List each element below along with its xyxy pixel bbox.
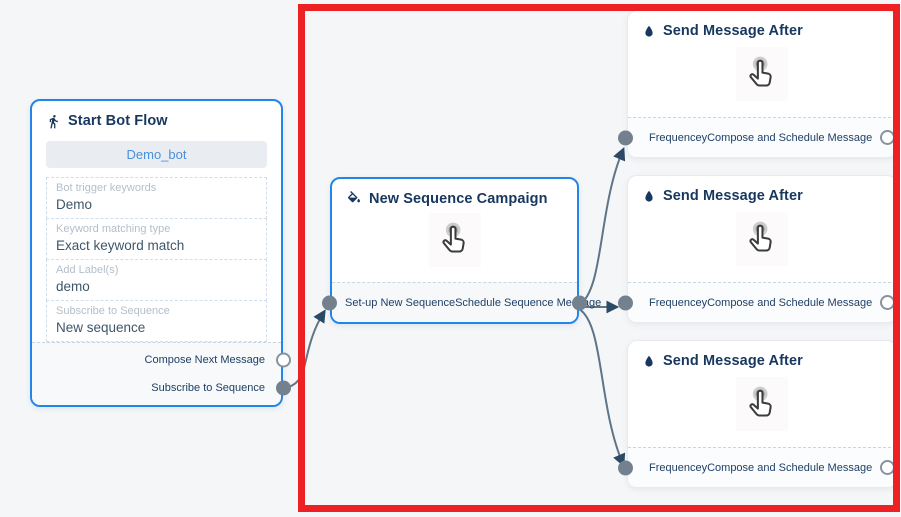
- field-value: New sequence: [56, 320, 146, 335]
- tap-hand-icon[interactable]: [736, 377, 788, 431]
- node-title: Send Message After: [663, 353, 803, 369]
- field-label: Subscribe to Sequence: [56, 305, 170, 317]
- node-send-message-after-1[interactable]: Send Message After Frequencey Compose an…: [618, 10, 897, 158]
- field-label: Keyword matching type: [56, 223, 171, 235]
- new-sequence-campaign-footer: Set-up New Sequence Schedule Sequence Me…: [322, 282, 601, 322]
- connector-schedule-to-sma1: [578, 147, 626, 306]
- field-bot-trigger-keywords[interactable]: Bot trigger keywords Demo: [46, 177, 267, 219]
- tap-hand-icon[interactable]: [736, 47, 788, 101]
- send-message-after-footer: Frequencey Compose and Schedule Message: [618, 117, 896, 157]
- node-send-message-after-3[interactable]: Send Message After Frequencey Compose an…: [618, 340, 897, 488]
- field-value: demo: [56, 279, 90, 294]
- node-title: Send Message After: [663, 23, 803, 39]
- field-value: Exact keyword match: [56, 238, 185, 253]
- field-list: Bot trigger keywords Demo Keyword matchi…: [46, 177, 267, 342]
- port-handle-open[interactable]: [880, 130, 896, 145]
- port-frequencey[interactable]: Frequencey: [649, 461, 708, 474]
- port-compose-next-message[interactable]: Compose Next Message: [32, 349, 291, 371]
- port-handle-open[interactable]: [880, 295, 896, 310]
- new-sequence-campaign-header: New Sequence Campaign: [332, 179, 577, 211]
- port-compose-and-schedule[interactable]: Compose and Schedule Message: [707, 130, 896, 145]
- port-schedule-sequence-message[interactable]: Schedule Sequence Message: [455, 296, 602, 309]
- port-handle-filled[interactable]: [618, 295, 633, 310]
- port-label: Compose Next Message: [144, 354, 265, 366]
- start-bot-flow-header: Start Bot Flow: [32, 101, 281, 133]
- port-compose-and-schedule[interactable]: Compose and Schedule Message: [707, 460, 896, 475]
- water-drop-icon: [642, 189, 656, 204]
- connector-subscribe-to-setup: [283, 309, 326, 389]
- field-value: Demo: [56, 197, 93, 212]
- water-drop-icon: [642, 24, 656, 39]
- node-start-bot-flow[interactable]: Start Bot Flow Demo_bot Bot trigger keyw…: [30, 99, 291, 407]
- send-message-after-header: Send Message After: [628, 176, 896, 208]
- send-message-after-header: Send Message After: [628, 11, 896, 43]
- port-label: Compose and Schedule Message: [707, 131, 873, 144]
- field-label: Add Label(s): [56, 264, 119, 276]
- send-message-after-header: Send Message After: [628, 341, 896, 373]
- port-frequencey[interactable]: Frequencey: [649, 296, 708, 309]
- port-handle-open[interactable]: [276, 352, 291, 368]
- port-frequencey[interactable]: Frequencey: [649, 131, 708, 144]
- port-label: Subscribe to Sequence: [151, 382, 265, 394]
- port-handle-filled[interactable]: [322, 295, 337, 310]
- port-handle-open[interactable]: [880, 460, 896, 475]
- port-compose-and-schedule[interactable]: Compose and Schedule Message: [707, 295, 896, 310]
- field-subscribe-to-sequence[interactable]: Subscribe to Sequence New sequence: [46, 300, 267, 342]
- port-handle-filled[interactable]: [618, 460, 633, 475]
- port-label: Compose and Schedule Message: [707, 296, 873, 309]
- connector-schedule-to-sma3: [578, 308, 626, 467]
- node-title: Send Message After: [663, 188, 803, 204]
- port-handle-filled[interactable]: [276, 380, 291, 396]
- port-setup-new-sequence[interactable]: Set-up New Sequence: [345, 296, 456, 309]
- port-subscribe-to-sequence[interactable]: Subscribe to Sequence: [32, 377, 291, 399]
- node-new-sequence-campaign[interactable]: New Sequence Campaign Set-up New Sequenc…: [322, 177, 601, 324]
- port-handle-filled[interactable]: [572, 295, 587, 310]
- tap-hand-icon[interactable]: [736, 212, 788, 266]
- start-bot-flow-footer: Compose Next Message Subscribe to Sequen…: [32, 342, 291, 405]
- water-drop-icon: [642, 354, 656, 369]
- paint-bucket-icon: [346, 191, 362, 207]
- node-title: Start Bot Flow: [68, 113, 168, 129]
- node-send-message-after-2[interactable]: Send Message After Frequencey Compose an…: [618, 175, 897, 323]
- tap-hand-icon[interactable]: [428, 213, 481, 267]
- walking-person-icon: [46, 114, 61, 129]
- port-label: Compose and Schedule Message: [707, 461, 873, 474]
- port-handle-filled[interactable]: [618, 130, 633, 145]
- send-message-after-footer: Frequencey Compose and Schedule Message: [618, 447, 896, 487]
- bot-name-chip[interactable]: Demo_bot: [46, 141, 267, 168]
- send-message-after-footer: Frequencey Compose and Schedule Message: [618, 282, 896, 322]
- field-keyword-matching-type[interactable]: Keyword matching type Exact keyword matc…: [46, 218, 267, 260]
- node-title: New Sequence Campaign: [369, 191, 548, 207]
- field-label: Bot trigger keywords: [56, 182, 157, 194]
- field-add-labels[interactable]: Add Label(s) demo: [46, 259, 267, 301]
